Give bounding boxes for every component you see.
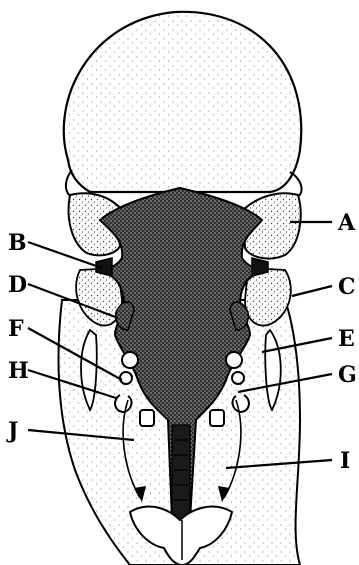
trachea [172,425,190,520]
pouch-right-1 [252,258,268,276]
label-c: C [338,276,356,298]
label-a: A [338,212,355,234]
label-f: F [8,318,24,340]
label-j: J [8,420,18,442]
label-d: D [8,274,27,296]
label-i: I [340,450,350,472]
label-e: E [338,328,355,350]
leader-c [292,286,332,296]
label-h: H [8,360,29,382]
head [64,12,302,192]
label-g: G [338,364,357,386]
label-b: B [8,232,27,254]
